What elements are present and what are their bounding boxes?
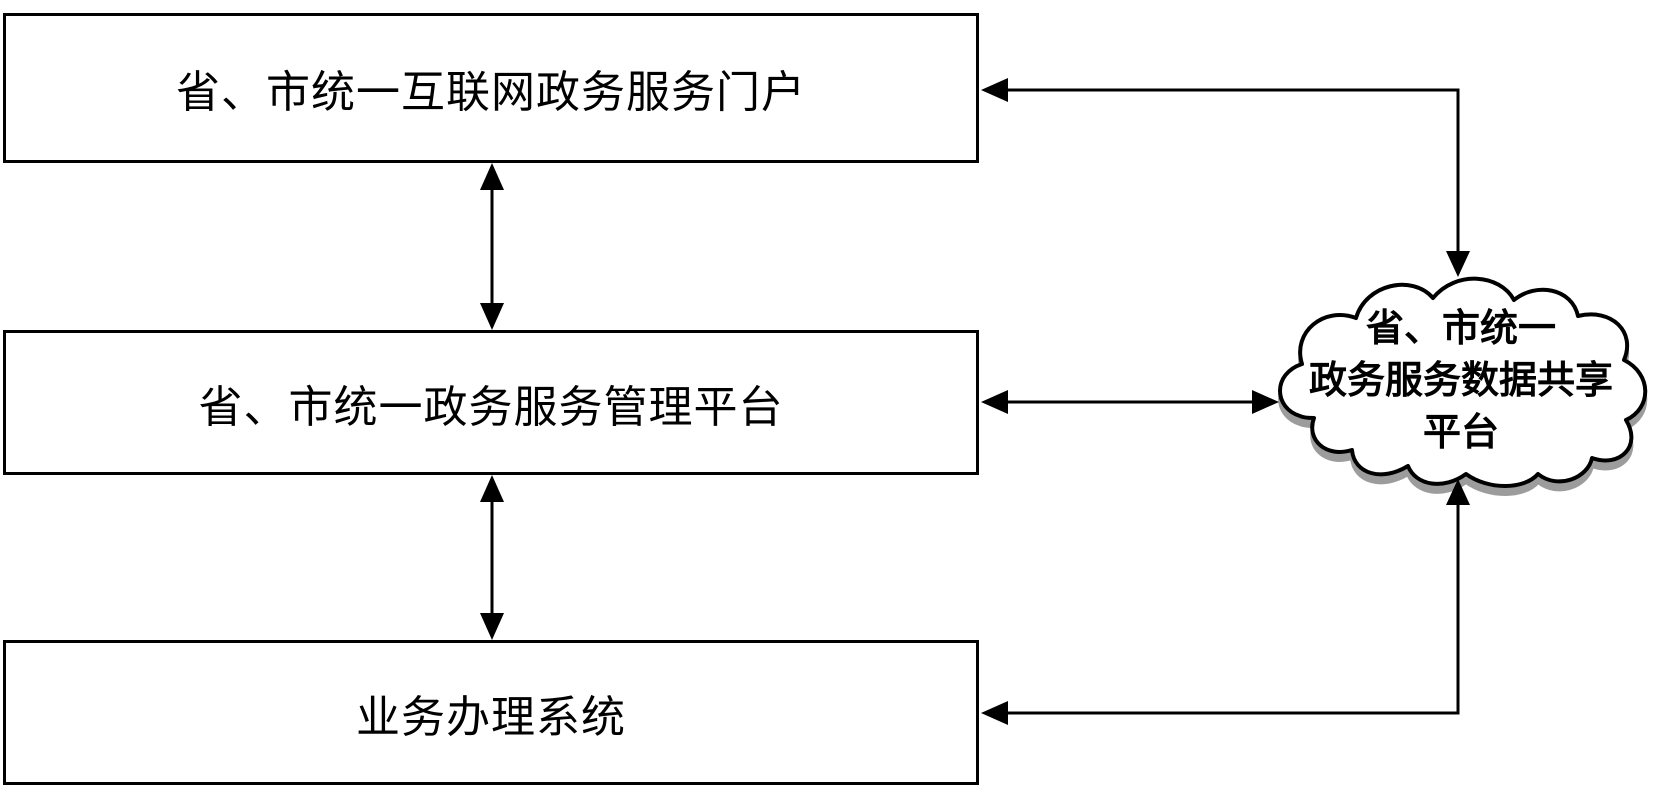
- cloud-label-line-1: 省、市统一: [1365, 308, 1556, 350]
- cloud-data-sharing-platform: [1278, 276, 1648, 488]
- arrow-business-cloud: [981, 479, 1470, 725]
- cloud-data-sharing-platform-label: 省、市统一 政务服务数据共享 平台: [1281, 303, 1641, 459]
- cloud-shape: [1278, 276, 1648, 488]
- cloud-label-line-2: 政务服务数据共享: [1308, 360, 1613, 402]
- arrowhead-down: [480, 613, 504, 640]
- arrow-portal-cloud: [981, 78, 1470, 277]
- box-management-platform: 省、市统一政务服务管理平台: [3, 330, 979, 475]
- arrow-management-cloud: [981, 390, 1279, 414]
- cloud-label-line-3: 平台: [1422, 412, 1499, 454]
- arrowhead-down: [1446, 251, 1470, 277]
- box-management-platform-label: 省、市统一政务服务管理平台: [198, 382, 784, 432]
- box-internet-portal-label: 省、市统一互联网政务服务门户: [176, 68, 806, 117]
- arrowhead-down: [480, 303, 504, 330]
- box-business-system: 业务办理系统: [3, 640, 979, 785]
- arrowhead-up: [480, 163, 504, 190]
- arrow-management-business: [480, 475, 504, 640]
- arrowhead-left: [981, 78, 1008, 102]
- arrowhead-up: [480, 475, 504, 502]
- arrow-portal-management: [480, 163, 504, 330]
- arrowhead-right: [1252, 390, 1279, 414]
- arrowhead-left: [981, 701, 1008, 725]
- arrowhead-up: [1446, 479, 1470, 505]
- box-business-system-label: 业务办理系统: [356, 692, 626, 742]
- arrowhead-left: [981, 390, 1008, 414]
- box-internet-portal: 省、市统一互联网政务服务门户: [3, 13, 979, 163]
